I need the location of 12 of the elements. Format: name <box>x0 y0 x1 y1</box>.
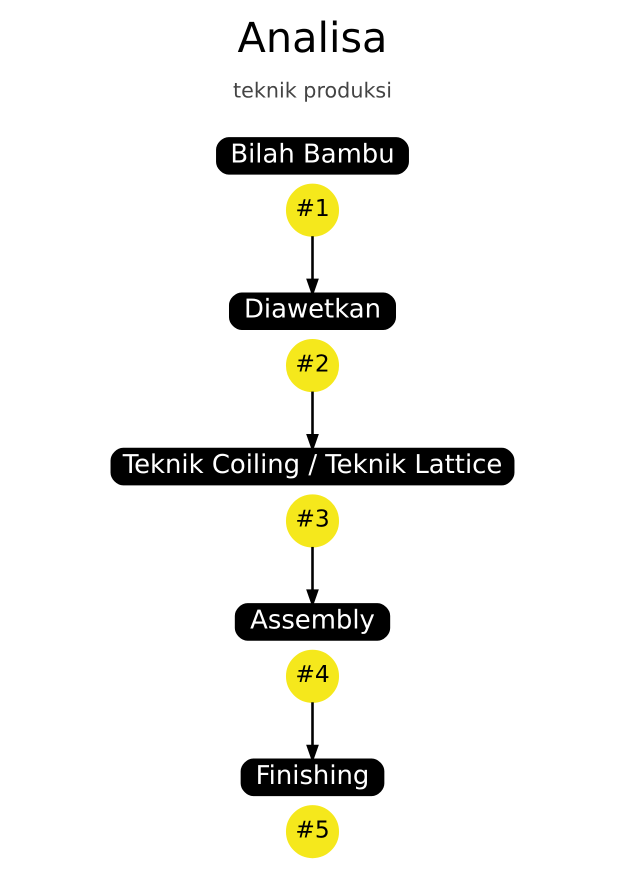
node-box: Finishing <box>240 758 384 796</box>
node-circle: #5 <box>285 805 339 858</box>
node-box: Diawetkan <box>228 292 396 330</box>
node-box: Bilah Bambu <box>216 137 408 175</box>
label: teknik produksi <box>232 78 392 102</box>
diagram-title: Analisa <box>237 14 387 62</box>
node-circle: #3 <box>285 494 339 548</box>
node-circle: #4 <box>285 650 339 703</box>
node-circle: #2 <box>285 339 339 392</box>
node-box: Assembly <box>234 603 390 641</box>
node-box: Teknik Coiling / Teknik Lattice <box>110 448 514 486</box>
node-circle: #1 <box>285 184 339 237</box>
